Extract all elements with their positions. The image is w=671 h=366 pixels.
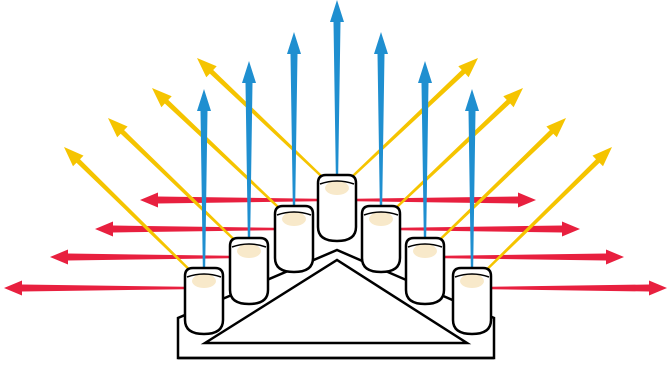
light-unit-2 [228, 236, 270, 306]
horizontal-arrow-right-2 [425, 249, 624, 265]
vertical-arrow-6 [418, 61, 432, 250]
light-units-layer [183, 173, 493, 336]
bulb-glow [192, 274, 216, 288]
diagonal-arrow-4 [197, 58, 338, 192]
diagonal-arrow-3 [152, 88, 295, 223]
light-unit-7 [451, 266, 493, 336]
diagonal-arrow-7 [424, 118, 566, 255]
vertical-arrow-4 [330, 0, 344, 187]
bulb-glow [413, 244, 437, 258]
horizontal-arrow-right-4 [337, 192, 536, 208]
unit-top-rim [319, 180, 355, 185]
vertical-arrow-2 [242, 61, 256, 250]
horizontal-arrow-left-4 [140, 192, 337, 208]
bulb-glow [369, 212, 393, 226]
diagonal-arrow-2 [108, 118, 250, 255]
bulb-glow [237, 244, 261, 258]
light-unit-1 [183, 266, 225, 336]
arrows-layer [4, 0, 667, 296]
light-unit-5 [360, 204, 402, 274]
unit-top-rim [276, 211, 312, 216]
vertical-arrow-3 [287, 32, 301, 218]
light-unit-4 [316, 173, 358, 243]
diagonal-arrow-1 [64, 147, 205, 285]
vertical-arrow-5 [374, 32, 388, 218]
triangular-base [176, 248, 496, 360]
horizontal-arrow-left-3 [95, 221, 294, 237]
diagonal-arrow-5 [336, 58, 478, 192]
light-unit-3 [273, 204, 315, 274]
horizontal-arrow-right-1 [472, 280, 667, 296]
bulb-glow [325, 181, 349, 195]
base-inner-outline [200, 258, 472, 345]
unit-top-rim [186, 273, 222, 278]
unit-top-rim [454, 273, 490, 278]
light-unit-6 [404, 236, 446, 306]
bulb-glow [282, 212, 306, 226]
horizontal-arrow-right-3 [381, 221, 580, 237]
bulb-glow [460, 274, 484, 288]
vertical-arrow-1 [197, 89, 211, 280]
diagonal-arrow-8 [471, 147, 612, 285]
unit-top-rim [231, 243, 267, 248]
horizontal-arrow-left-1 [4, 280, 204, 296]
unit-top-rim [363, 211, 399, 216]
vertical-arrow-7 [465, 89, 479, 280]
unit-top-rim [407, 243, 443, 248]
horizontal-arrow-left-2 [50, 249, 249, 265]
diagonal-arrow-6 [380, 88, 523, 223]
